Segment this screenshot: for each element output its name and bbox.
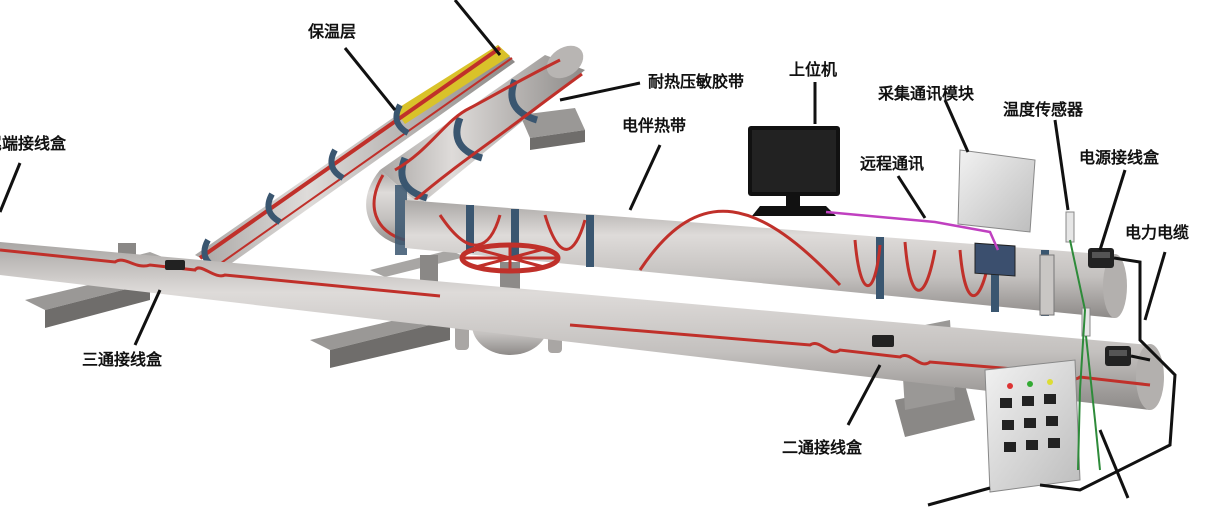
- sensor-wire: [1069, 239, 1087, 471]
- control-cabinet: [984, 359, 1081, 493]
- monitor-icon: [748, 126, 840, 216]
- upper-main-pipe: [405, 200, 1127, 318]
- acquisition-module-box: [957, 149, 1036, 277]
- label-power-junction-box: 电源接线盒: [1079, 148, 1160, 167]
- two-way-junction-box: [872, 335, 894, 347]
- large-pipe-diagonal: [380, 45, 585, 205]
- label-end-junction-box: 尾端接线盒: [0, 134, 67, 153]
- label-power-cable: 电力电缆: [1125, 223, 1190, 242]
- leader-lines: [0, 0, 1167, 507]
- label-acquisition-module: 采集通讯模块: [878, 84, 975, 103]
- label-heat-tracing-cable: 电伴热带: [622, 116, 687, 135]
- insulated-pipe: [195, 45, 515, 271]
- label-tee-junction-box: 三通接线盒: [82, 350, 163, 369]
- label-insulation-layer: 保温层: [308, 22, 357, 41]
- temperature-sensor-upper: [1065, 211, 1075, 243]
- remote-communication-line: [825, 210, 1000, 251]
- label-remote-communication: 远程通讯: [860, 154, 925, 173]
- power-cable-line: [1039, 256, 1177, 492]
- power-junction-box-lower: [1105, 346, 1131, 366]
- power-junction-box-upper: [1088, 248, 1114, 268]
- label-heat-resistant-tape: 耐热压敏胶带: [648, 72, 745, 91]
- tee-junction-box: [165, 260, 185, 270]
- label-two-way-junction-box: 二通接线盒: [782, 438, 863, 457]
- support-beam-back: [520, 108, 585, 150]
- label-upper-computer: 上位机: [789, 60, 838, 79]
- label-temperature-sensor: 温度传感器: [1003, 100, 1084, 119]
